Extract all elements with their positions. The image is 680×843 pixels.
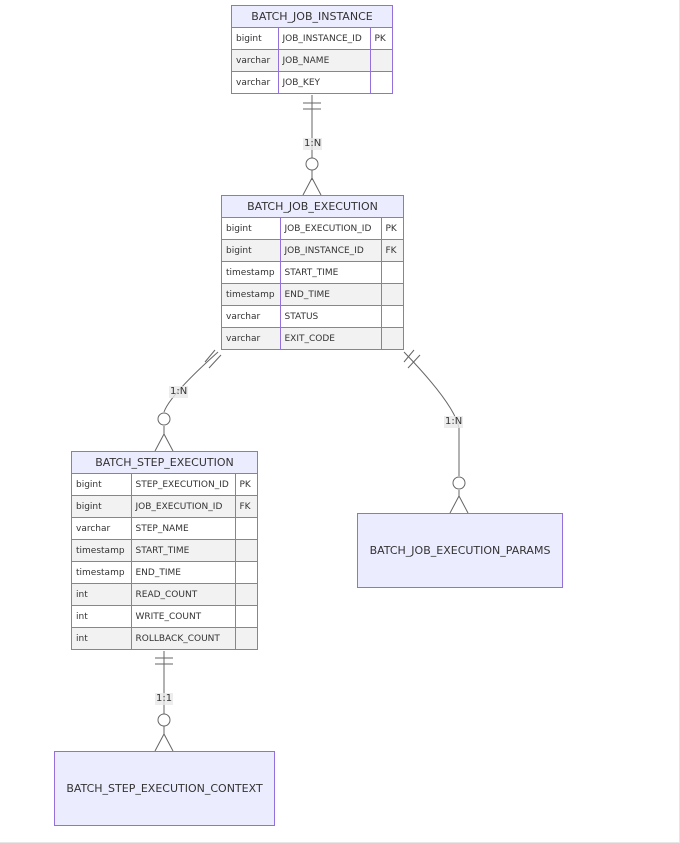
relationship-label: 1:N: [444, 416, 464, 428]
attribute-row: int WRITE_COUNT: [72, 605, 257, 628]
entity-batch-step-execution[interactable]: BATCH_STEP_EXECUTION bigint STEP_EXECUTI…: [71, 451, 258, 650]
attribute-name: JOB_INSTANCE_ID: [279, 239, 382, 262]
entity-batch-job-execution-params[interactable]: BATCH_JOB_EXECUTION_PARAMS: [357, 513, 563, 588]
relationship-label: 1:1: [155, 693, 174, 705]
attribute-name: JOB_EXECUTION_ID: [279, 217, 382, 240]
attribute-type: bigint: [72, 495, 132, 518]
attribute-key: [380, 261, 403, 284]
attribute-table: bigint JOB_INSTANCE_ID PK varchar JOB_NA…: [232, 27, 392, 93]
attribute-key: [234, 627, 257, 649]
attribute-type: int: [72, 583, 132, 606]
attribute-row: timestamp END_TIME: [222, 283, 403, 306]
attribute-row: timestamp START_TIME: [222, 261, 403, 284]
attribute-row: timestamp START_TIME: [72, 539, 257, 562]
attribute-name: END_TIME: [130, 561, 236, 584]
attribute-key: [380, 283, 403, 306]
attribute-key: [369, 49, 392, 72]
attribute-type: timestamp: [72, 539, 132, 562]
attribute-key: FK: [234, 495, 257, 518]
attribute-key: [380, 305, 403, 328]
relationship-label: 1:N: [303, 138, 323, 150]
attribute-name: WRITE_COUNT: [130, 605, 236, 628]
attribute-name: END_TIME: [279, 283, 382, 306]
attribute-key: [369, 71, 392, 93]
attribute-type: timestamp: [72, 561, 132, 584]
entity-title: BATCH_JOB_EXECUTION: [247, 200, 378, 213]
attribute-row: timestamp END_TIME: [72, 561, 257, 584]
attribute-name: JOB_EXECUTION_ID: [130, 495, 236, 518]
attribute-row: int ROLLBACK_COUNT: [72, 627, 257, 649]
attribute-row: bigint JOB_INSTANCE_ID FK: [222, 239, 403, 262]
attribute-row: varchar JOB_NAME: [232, 49, 392, 72]
attribute-row: bigint JOB_EXECUTION_ID PK: [222, 217, 403, 240]
attribute-name: JOB_INSTANCE_ID: [277, 27, 371, 50]
attribute-key: PK: [234, 473, 257, 496]
entity-title: BATCH_JOB_INSTANCE: [251, 10, 373, 23]
attribute-key: [234, 539, 257, 562]
entity-title: BATCH_JOB_EXECUTION_PARAMS: [369, 544, 551, 557]
attribute-name: JOB_NAME: [277, 49, 371, 72]
attribute-row: bigint JOB_INSTANCE_ID PK: [232, 27, 392, 50]
attribute-type: bigint: [222, 239, 281, 262]
attribute-type: varchar: [222, 327, 281, 349]
attribute-name: ROLLBACK_COUNT: [130, 627, 236, 649]
attribute-row: varchar STATUS: [222, 305, 403, 328]
attribute-name: STEP_EXECUTION_ID: [130, 473, 236, 496]
attribute-name: READ_COUNT: [130, 583, 236, 606]
entity-batch-job-execution[interactable]: BATCH_JOB_EXECUTION bigint JOB_EXECUTION…: [221, 195, 404, 350]
attribute-name: START_TIME: [130, 539, 236, 562]
attribute-name: JOB_KEY: [277, 71, 371, 93]
attribute-key: [234, 517, 257, 540]
attribute-type: timestamp: [222, 283, 281, 306]
entity-title: BATCH_STEP_EXECUTION_CONTEXT: [66, 782, 263, 795]
relationship-label: 1:N: [169, 386, 189, 398]
attribute-name: STATUS: [279, 305, 382, 328]
attribute-type: bigint: [72, 473, 132, 496]
attribute-type: varchar: [222, 305, 281, 328]
entity-batch-job-instance[interactable]: BATCH_JOB_INSTANCE bigint JOB_INSTANCE_I…: [231, 5, 393, 94]
attribute-name: STEP_NAME: [130, 517, 236, 540]
attribute-key: PK: [369, 27, 392, 50]
attribute-key: [234, 561, 257, 584]
attribute-type: int: [72, 605, 132, 628]
attribute-row: bigint STEP_EXECUTION_ID PK: [72, 473, 257, 496]
attribute-key: [234, 583, 257, 606]
attribute-type: varchar: [232, 71, 279, 93]
attribute-table: bigint STEP_EXECUTION_ID PK bigint JOB_E…: [72, 473, 257, 649]
attribute-key: FK: [380, 239, 403, 262]
entity-title: BATCH_STEP_EXECUTION: [95, 456, 234, 469]
attribute-key: [234, 605, 257, 628]
attribute-type: bigint: [232, 27, 279, 50]
attribute-row: varchar EXIT_CODE: [222, 327, 403, 349]
attribute-row: varchar JOB_KEY: [232, 71, 392, 93]
attribute-name: START_TIME: [279, 261, 382, 284]
attribute-table: bigint JOB_EXECUTION_ID PK bigint JOB_IN…: [222, 217, 403, 349]
attribute-type: varchar: [232, 49, 279, 72]
attribute-type: timestamp: [222, 261, 281, 284]
attribute-type: bigint: [222, 217, 281, 240]
attribute-row: int READ_COUNT: [72, 583, 257, 606]
attribute-key: [380, 327, 403, 349]
attribute-row: varchar STEP_NAME: [72, 517, 257, 540]
attribute-type: varchar: [72, 517, 132, 540]
entity-batch-step-execution-context[interactable]: BATCH_STEP_EXECUTION_CONTEXT: [54, 751, 275, 826]
attribute-key: PK: [380, 217, 403, 240]
attribute-row: bigint JOB_EXECUTION_ID FK: [72, 495, 257, 518]
attribute-name: EXIT_CODE: [279, 327, 382, 349]
attribute-type: int: [72, 627, 132, 649]
